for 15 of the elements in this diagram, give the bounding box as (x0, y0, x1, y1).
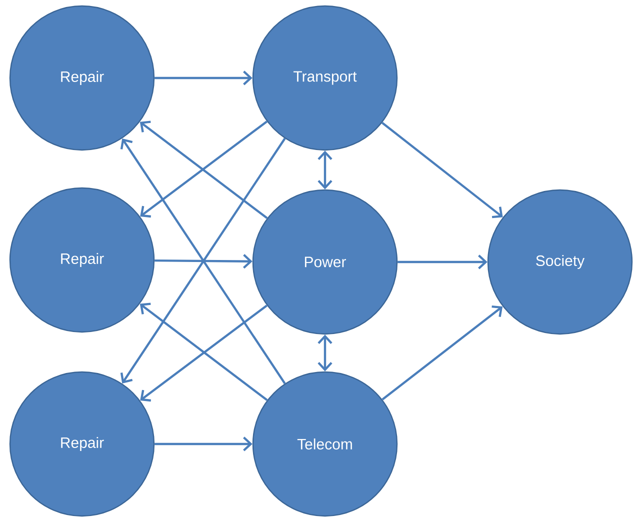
arrow (154, 254, 252, 269)
circle-node: Repair (9, 5, 155, 151)
circle-node: Society (487, 189, 633, 335)
circle-node: Repair (9, 187, 155, 333)
circle-node: Repair (9, 371, 155, 517)
arrow (154, 436, 252, 452)
arrow (154, 70, 252, 86)
circle-node: Power (252, 189, 398, 335)
circle-node: Transport (252, 5, 398, 151)
arrow (318, 334, 332, 372)
arrow (382, 305, 503, 400)
circle-node: Telecom (252, 371, 398, 517)
arrow (381, 122, 503, 218)
arrow (318, 150, 332, 190)
arrow (398, 254, 488, 270)
